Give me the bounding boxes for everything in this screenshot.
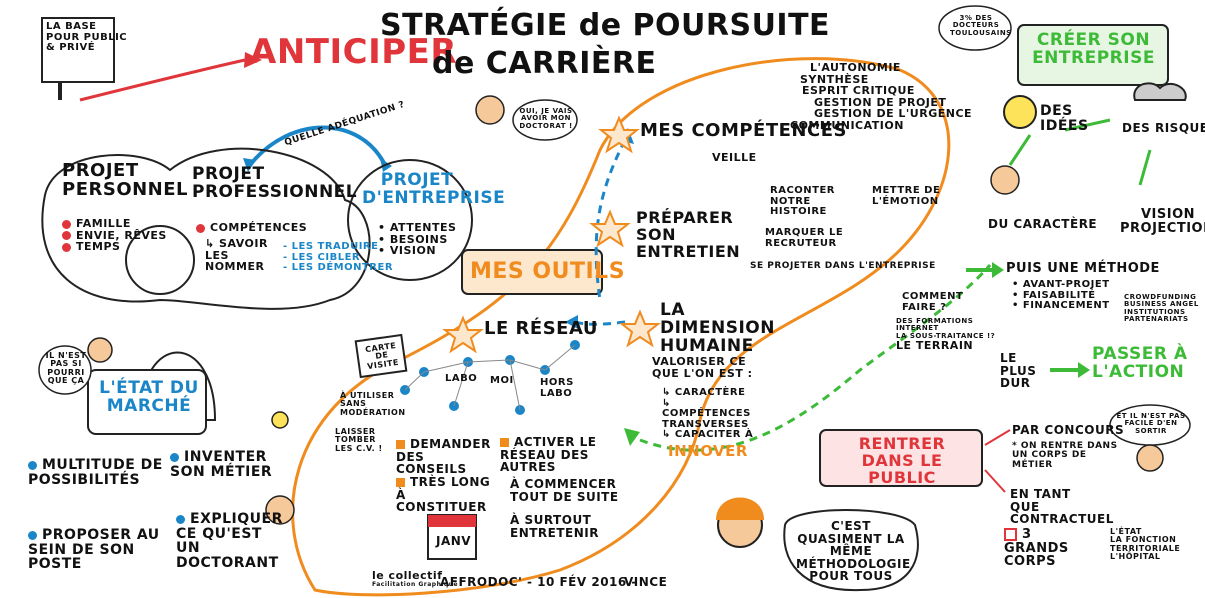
du-caractere-label: DU CARACTÈRE bbox=[988, 217, 1098, 231]
projet-personnel-title: PROJET PERSONNEL bbox=[62, 160, 189, 200]
preparer-projeter: SE PROJETER DANS L'ENTREPRISE bbox=[750, 261, 936, 271]
a-utiliser: À UTILISER SANS MODÉRATION bbox=[340, 391, 406, 417]
puis-methode-title: PUIS UNE MÉTHODE bbox=[1006, 261, 1160, 276]
inventer-item: INVENTER SON MÉTIER bbox=[170, 449, 273, 480]
quasiment-bubble: C'EST QUASIMENT LA MÊME MÉTHODOLOGIE POU… bbox=[796, 519, 911, 584]
event-label: AFFRODOC' - 10 FÉV 2016 - bbox=[440, 575, 637, 589]
pourri-bubble: IL N'EST PAS SI POURRI QUE ÇA bbox=[45, 351, 87, 386]
calendar-label: JANV bbox=[436, 534, 472, 548]
etat-marche-title: L'ÉTAT DU MARCHÉ bbox=[99, 378, 199, 416]
entretenir-item: À SURTOUT ENTRETENIR bbox=[510, 513, 599, 540]
traduire-list: - LES TRADUIRE- LES CIBLER- LES DÉMONTRE… bbox=[283, 241, 394, 273]
reseau-title: LE RÉSEAU bbox=[484, 318, 598, 339]
page-subtitle: de CARRIÈRE bbox=[432, 46, 657, 81]
network-label-labo: LABO bbox=[445, 373, 478, 384]
des-idees-label: DES IDÉES bbox=[1040, 103, 1089, 134]
preparer-marquer: MARQUER LE RECRUTEUR bbox=[765, 227, 844, 249]
projet-entreprise-list: • ATTENTES • BESOINS • VISION bbox=[378, 221, 457, 258]
on-rentre: * ON RENTRE DANS UN CORPS DE MÉTIER bbox=[1012, 441, 1118, 470]
projet-professionnel-title: PROJET PROFESSIONNEL bbox=[192, 164, 358, 202]
des-risques-label: DES RISQUES bbox=[1122, 121, 1205, 135]
valoriser-list: ↳ CARACTÈRE ↳ COMPÉTENCES TRANSVERSES ↳ … bbox=[662, 387, 754, 440]
commencer-item: À COMMENCER TOUT DE SUITE bbox=[510, 477, 619, 504]
competences-label: COMPÉTENCES bbox=[196, 222, 307, 234]
contractuel: EN TANT QUE CONTRACTUEL bbox=[1010, 487, 1114, 527]
veille-label: VEILLE bbox=[712, 151, 757, 164]
projet-personnel-list: FAMILLE ENVIE, RÊVES TEMPS bbox=[62, 218, 167, 253]
page-title: STRATÉGIE de POURSUITE bbox=[380, 8, 831, 43]
vision-label: VISION PROJECTION bbox=[1120, 207, 1205, 236]
preparer-emotion: METTRE DE L'ÉMOTION bbox=[872, 185, 941, 207]
mes-competences-title: MES COMPÉTENCES bbox=[640, 120, 847, 141]
savoir-nommer: ↳ SAVOIR LES NOMMER bbox=[205, 237, 268, 274]
collectif-logo: le collectif Facilitation Graphique bbox=[372, 569, 459, 588]
methode-list: • AVANT-PROJET • FAISABILITÉ • FINANCEME… bbox=[1012, 279, 1110, 311]
valoriser-label: VALORISER CE QUE L'ON EST : bbox=[652, 355, 753, 380]
signature: VINCE bbox=[624, 575, 668, 589]
competences-list: L'AUTONOMIE SYNTHÈSE ESPRIT CRITIQUE GES… bbox=[790, 61, 973, 132]
tres-long-item: TRÈS LONG À CONSTITUER bbox=[396, 475, 491, 515]
corps-list: L'ÉTAT LA FONCTION TERRITORIALE L'HÔPITA… bbox=[1110, 527, 1181, 562]
main-loop bbox=[291, 57, 951, 597]
rentrer-public-title: RENTRER DANS LE PUBLIC bbox=[858, 434, 946, 487]
par-concours: PAR CONCOURS bbox=[1012, 423, 1125, 437]
trois-corps: 3 GRANDS CORPS bbox=[1004, 527, 1069, 570]
preparer-title: PRÉPARER SON ENTRETIEN bbox=[636, 208, 741, 261]
projet-entreprise-title: PROJET D'ENTREPRISE bbox=[362, 170, 506, 208]
anticiper-title: ANTICIPER bbox=[250, 32, 458, 72]
proposer-item: PROPOSER AU SEIN DE SON POSTE bbox=[28, 527, 160, 573]
le-plus-dur: LE PLUS DUR bbox=[1000, 351, 1037, 391]
preparer-raconter: RACONTER NOTRE HISTOIRE bbox=[770, 185, 836, 217]
expliquer-item: EXPLIQUER CE QU'EST UN DOCTORANT bbox=[176, 511, 283, 572]
network-label-hors-labo: HORS LABO bbox=[540, 377, 574, 399]
demander-item: DEMANDER DES CONSEILS bbox=[396, 437, 491, 477]
network-label-moi: MOI bbox=[490, 375, 514, 386]
stat-bubble: 3% DES DOCTEURS TOULOUSAINS bbox=[950, 14, 1012, 37]
creer-entreprise-title: CRÉER SON ENTREPRISE bbox=[1032, 30, 1155, 68]
doctorat-bubble: OUI, JE VAIS AVOIR MON DOCTORAT ! bbox=[519, 107, 573, 130]
passer-action: PASSER À L'ACTION bbox=[1092, 344, 1188, 382]
laisser-tomber: LAISSER TOMBER LES C.V. ! bbox=[335, 427, 383, 453]
multitude-item: MULTITUDE DE POSSIBILITÉS bbox=[28, 457, 163, 488]
comment-faire: COMMENT FAIRE ? bbox=[902, 291, 964, 313]
activer-item: ACTIVER LE RÉSEAU DES AUTRES bbox=[500, 435, 597, 475]
mes-outils-title: MES OUTILS bbox=[470, 259, 626, 284]
dimension-title: LA DIMENSION HUMAINE bbox=[660, 300, 775, 356]
innover-label: INNOVER bbox=[668, 442, 748, 460]
facile-bubble: ET IL N'EST PAS FACILE D'EN SORTIR bbox=[1116, 412, 1186, 435]
